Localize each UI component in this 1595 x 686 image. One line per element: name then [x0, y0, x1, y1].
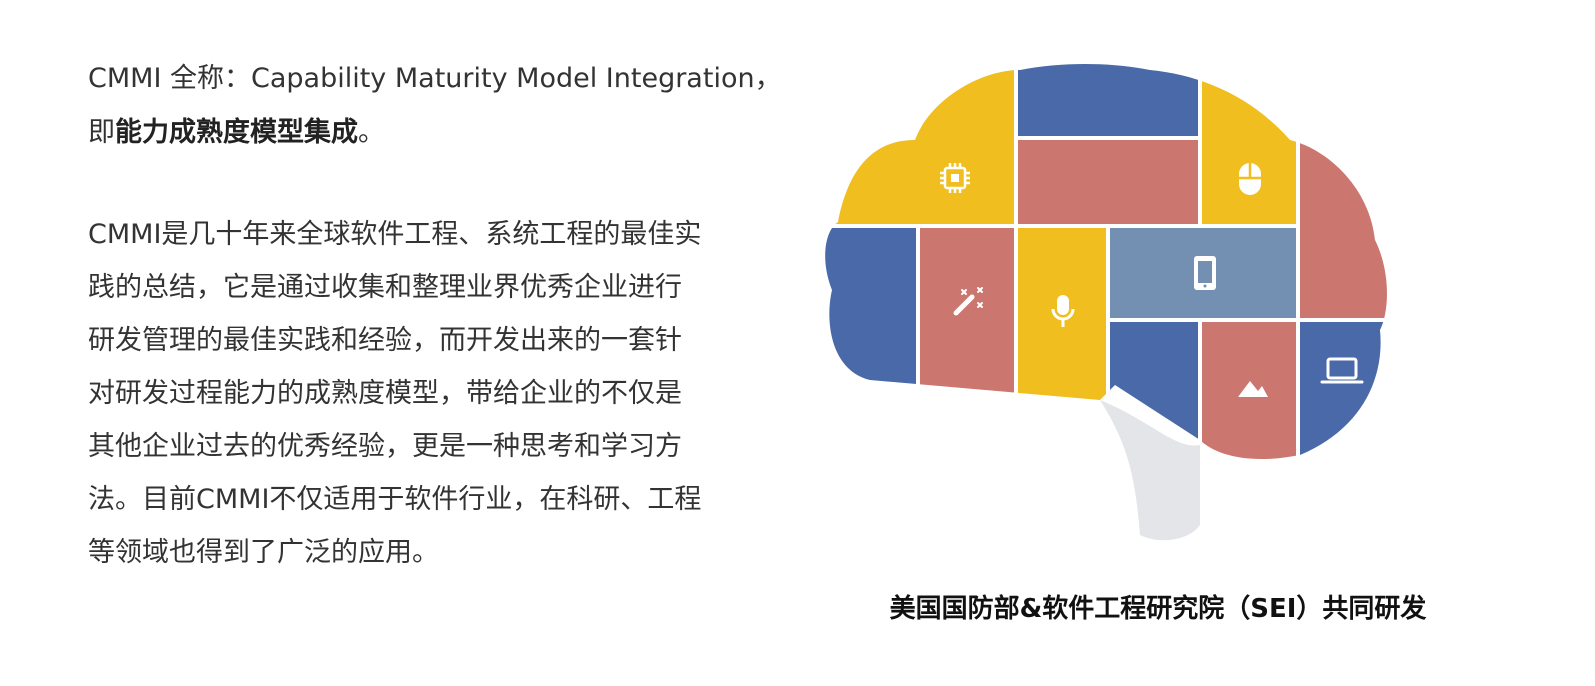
phone-icon [1194, 256, 1216, 290]
intro-line-2-bold: 能力成熟度模型集成 [115, 117, 358, 148]
body-paragraph: CMMI是几十年来全球软件工程、系统工程的最佳实 践的总结，它是通过收集和整理业… [88, 208, 788, 579]
intro-text: CMMI 全称：Capability Maturity Model Integr… [88, 52, 788, 160]
intro-line-2-suffix: 。 [358, 117, 385, 148]
body-line: CMMI是几十年来全球软件工程、系统工程的最佳实 [88, 219, 702, 250]
intro-line-2-prefix: 即 [88, 117, 115, 148]
body-line: 其他企业过去的优秀经验，更是一种思考和学习方 [88, 431, 682, 462]
picture-icon [1238, 381, 1268, 397]
body-line: 法。目前CMMI不仅适用于软件行业，在科研、工程 [88, 484, 702, 515]
body-line: 研发管理的最佳实践和经验，而开发出来的一套针 [88, 325, 682, 356]
brain-tiles [825, 64, 1387, 460]
brain-stem [1100, 400, 1200, 541]
laptop-icon [1320, 357, 1364, 384]
intro-line-1: CMMI 全称：Capability Maturity Model Integr… [88, 63, 782, 94]
mouse-icon [1239, 163, 1261, 195]
microphone-icon [1051, 295, 1075, 327]
magic-wand-icon [953, 287, 983, 316]
body-line: 等领域也得到了广泛的应用。 [88, 537, 439, 568]
brain-illustration [825, 64, 1387, 541]
chip-icon [940, 163, 970, 193]
body-line: 对研发过程能力的成熟度模型，带给企业的不仅是 [88, 378, 682, 409]
caption: 美国国防部&软件工程研究院（SEI）共同研发 [889, 594, 1427, 624]
body-line: 践的总结，它是通过收集和整理业界优秀企业进行 [88, 272, 682, 303]
